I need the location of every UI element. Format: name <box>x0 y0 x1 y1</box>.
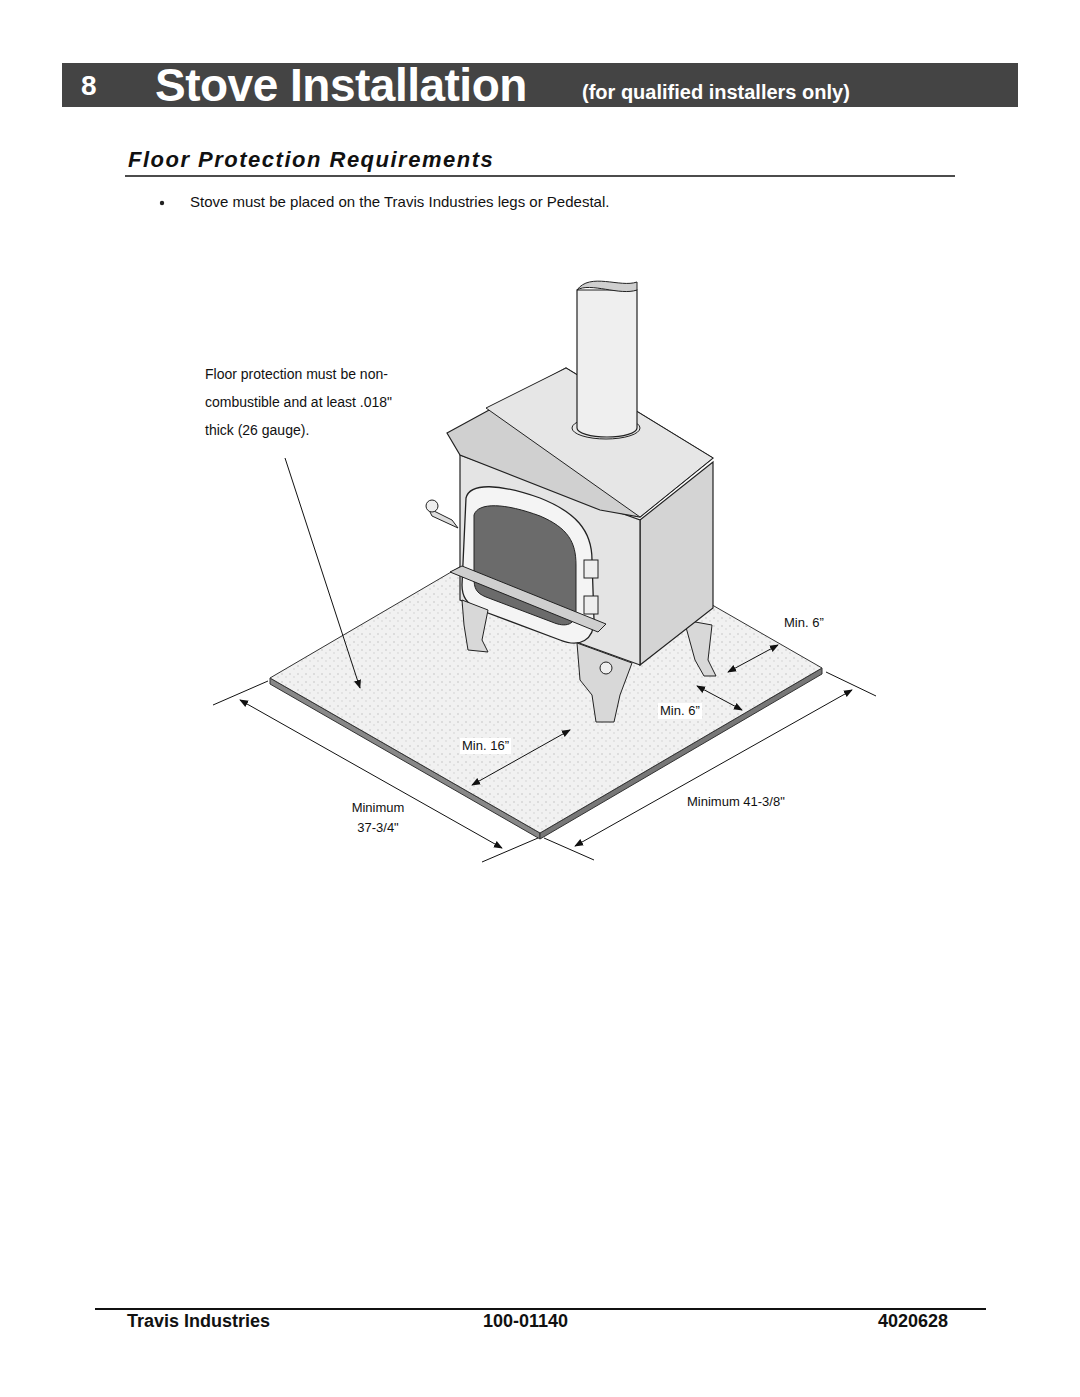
footer-code: 4020628 <box>878 1311 948 1333</box>
dimension-line <box>728 645 778 672</box>
dimension-line <box>575 690 852 846</box>
stove-leg <box>577 643 632 722</box>
footer-part-number: 100-01140 <box>483 1311 568 1333</box>
dimension-label: Minimum 41-3/8" <box>687 794 785 810</box>
dimension-label: Min. 16” <box>460 738 511 754</box>
heading-rule <box>125 175 955 177</box>
bullet <box>160 201 164 205</box>
flue-pipe <box>577 290 637 437</box>
callout-note: Floor protection must be non-combustible… <box>205 360 415 444</box>
header-note: (for qualified installers only) <box>582 80 850 104</box>
bullet-text: Stove must be placed on the Travis Indus… <box>190 193 609 211</box>
dimension-line <box>240 700 502 848</box>
leader-line <box>285 458 360 688</box>
footer-rule <box>95 1308 986 1310</box>
footer-company: Travis Industries <box>127 1311 270 1333</box>
section-heading: Floor Protection Requirements <box>128 147 494 173</box>
dimension-label: Minimum 37-3/4" <box>343 798 413 838</box>
dimension-label: Min. 6” <box>782 615 826 631</box>
page-title: Stove Installation <box>155 58 527 113</box>
dimension-label: Min. 6” <box>658 703 702 719</box>
dimension-line <box>697 686 742 710</box>
section-number: 8 <box>81 69 97 103</box>
